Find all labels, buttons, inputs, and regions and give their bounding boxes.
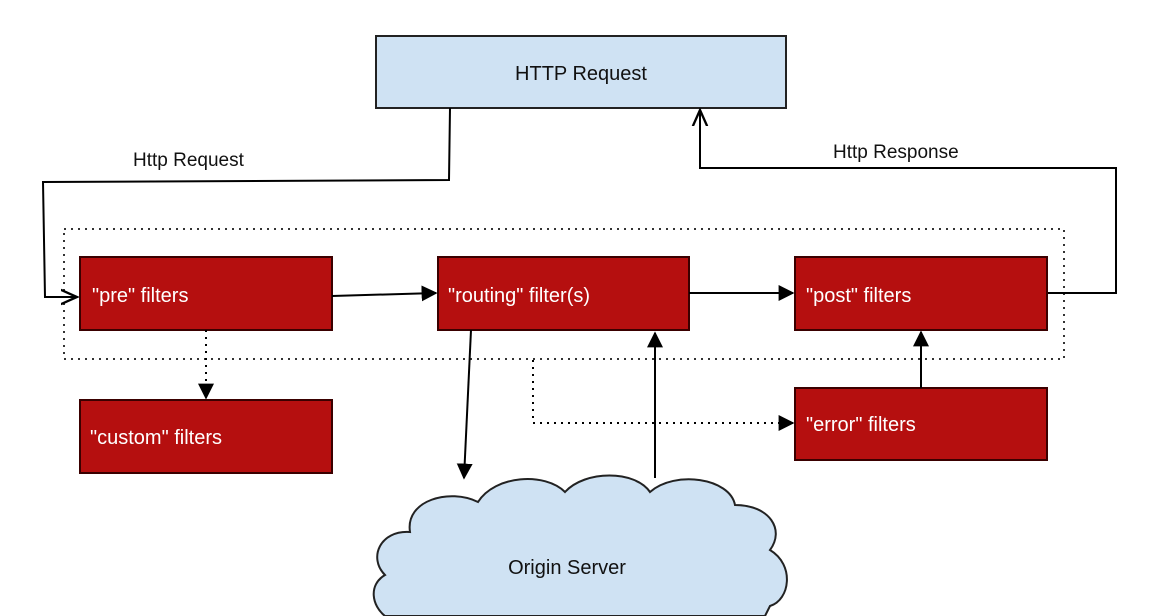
custom-filters-label: "custom" filters bbox=[90, 427, 222, 449]
edge-request-to-pre bbox=[41, 107, 451, 297]
http-request-node: HTTP Request bbox=[375, 35, 787, 109]
custom-filters-node: "custom" filters bbox=[79, 399, 333, 474]
http-request-label: HTTP Request bbox=[515, 63, 647, 85]
post-filters-node: "post" filters bbox=[794, 256, 1048, 331]
edge-post-to-response bbox=[700, 110, 1117, 294]
pre-filters-node: "pre" filters bbox=[79, 256, 333, 331]
routing-filters-node: "routing" filter(s) bbox=[437, 256, 690, 331]
edge-routing-to-origin bbox=[456, 329, 473, 480]
error-filters-label: "error" filters bbox=[806, 414, 916, 436]
origin-server-label: Origin Server bbox=[508, 557, 626, 579]
cloud-icon bbox=[372, 474, 788, 616]
origin-server-node: Origin Server bbox=[372, 474, 788, 616]
edge-to-error bbox=[532, 360, 795, 431]
routing-filters-label: "routing" filter(s) bbox=[448, 285, 590, 307]
edge-label-http-response: Http Response bbox=[833, 142, 959, 163]
pre-filters-label: "pre" filters bbox=[92, 285, 188, 307]
post-filters-label: "post" filters bbox=[806, 285, 911, 307]
edge-pre-to-routing bbox=[331, 285, 438, 302]
edge-label-http-request: Http Request bbox=[133, 150, 245, 171]
error-filters-node: "error" filters bbox=[794, 387, 1048, 461]
